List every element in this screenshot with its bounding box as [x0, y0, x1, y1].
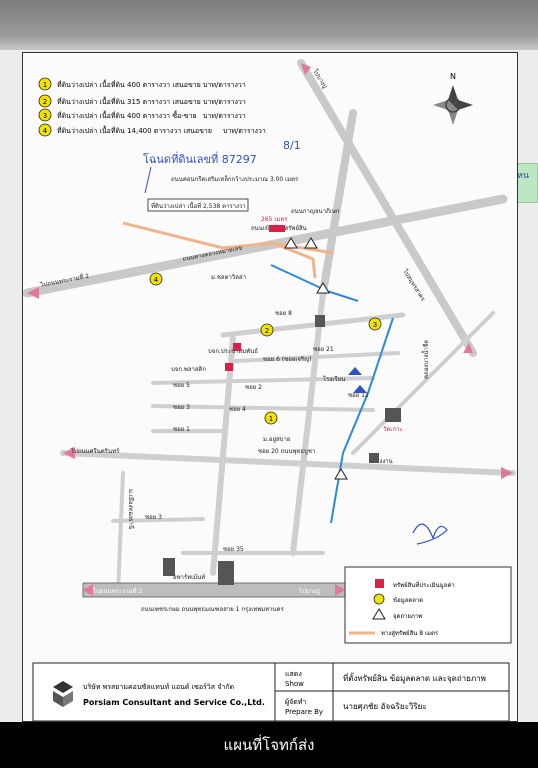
map-sheet: 1 ที่ดินว่างเปล่า เนื้อที่ดิน 400 ตารางว… [22, 52, 518, 722]
access-road-2 [272, 241, 334, 255]
label-subject: ที่ดินว่างเปล่า เนื้อที่ 2,538 ตารางวา [151, 200, 246, 210]
svg-text:บาท/ตารางวา: บาท/ตารางวา [223, 127, 266, 135]
signature [412, 523, 448, 545]
legend-triangle-icon [372, 608, 386, 620]
direction-arrows [27, 63, 513, 596]
svg-text:บาท/ตารางวา: บาท/ตารางวา [203, 98, 246, 106]
label-village-2: ม.อยู่สบาย [263, 436, 290, 443]
label-distance: 265 เมตร [261, 216, 288, 223]
road-soi-3 [111, 517, 205, 523]
show-label-en: Show [285, 680, 304, 688]
label-soi-35: ซอย 35 [223, 546, 244, 553]
handwritten-page: 8/1 [283, 139, 301, 152]
label-school: โรงเรียน [323, 375, 345, 383]
svg-text:2: 2 [265, 327, 269, 335]
legend-box: ทรัพย์สินที่ประเมินมูลค่า ข้อมูลตลาด จุด… [344, 566, 512, 644]
scan-shadow [0, 0, 538, 50]
label-bottom-right: ไปบางปู [298, 587, 320, 595]
label-soi-3b: ซอย 3 [145, 514, 162, 521]
prepared-value: นายศุภชัย อัจฉริยะวิริยะ [343, 702, 427, 711]
svg-text:1: 1 [269, 415, 273, 423]
marker-square-3 [225, 363, 233, 371]
road-soi-4 [151, 404, 375, 412]
road-soi-a [210, 335, 236, 576]
label-soi-5: ซอย 5 [173, 382, 190, 389]
label-village-1: ม.ชลดาวิลล่า [211, 274, 246, 281]
building-icons [163, 315, 401, 585]
label-soi-6: ซอย 6 (ซอยเจริญ) [263, 356, 312, 363]
road-east-west [60, 450, 516, 476]
road-soi-5 [151, 376, 375, 385]
location-map: 1 ที่ดินว่างเปล่า เนื้อที่ดิน 400 ตารางว… [22, 59, 516, 722]
label-road-width: ถนนคอนกรีตเสริมเหล็กกว้างประมาณ 3.00 เมต… [171, 174, 299, 183]
show-label-th: แสดง [285, 670, 302, 678]
sticky-note-text: หน [517, 171, 530, 181]
svg-text:บาท/ตารางวา: บาท/ตารางวา [203, 112, 246, 120]
label-soi-3: ซอย 3 [173, 404, 190, 411]
road-diag-east [351, 311, 495, 455]
svg-text:ข้อมูลตลาด: ข้อมูลตลาด [393, 597, 423, 604]
title-block: บริษัท พรสยามคอนซัลแทนท์ แอนด์ เซอร์วิส … [32, 662, 510, 722]
label-soi-1: ซอย 1 [173, 426, 190, 433]
label-apartment: อพาร์ทเม้นท์ [173, 573, 205, 581]
road-diagonal [297, 59, 477, 357]
company-logo-icon [53, 681, 73, 707]
compass-icon: N [433, 72, 473, 125]
caption-bar: แผนที่โจทก์ส่ง [0, 722, 538, 768]
label-soi-8: ซอย 8 [275, 310, 292, 317]
scanned-page: หน [0, 0, 538, 722]
road-highway [22, 194, 508, 298]
svg-text:ทรัพย์สินที่ประเมินมูลค่า: ทรัพย์สินที่ประเมินมูลค่า [393, 581, 455, 589]
svg-text:2: 2 [43, 98, 47, 106]
label-soi-12: ซอย 12 [348, 392, 369, 399]
svg-text:4: 4 [43, 127, 48, 135]
marker-square-2 [233, 343, 241, 351]
north-label: N [450, 72, 456, 81]
label-village-3: ม.เมืองทองธานี [127, 489, 135, 529]
market-list: 1 ที่ดินว่างเปล่า เนื้อที่ดิน 400 ตารางว… [38, 77, 266, 137]
label-soi-20: ซอย 20 ถนนพุทธบูชา [258, 448, 315, 455]
label-to-bangkok-3: ไปถนนศรีนครินทร์ [70, 447, 120, 455]
legend-circle-icon [373, 593, 385, 605]
label-ring-road: ถนนกาญจนาภิเษก [291, 208, 340, 215]
label-temple: วัดเกาะ [383, 426, 403, 433]
svg-text:ที่ดินว่างเปล่า เนื้อที่ดิน 40: ที่ดินว่างเปล่า เนื้อที่ดิน 400 ตารางวา … [57, 109, 197, 120]
prepared-label-th: ผู้จัดทำ [285, 698, 306, 706]
svg-text:1: 1 [43, 81, 47, 89]
label-bottom-road: ถนนเพชรเกษม ถนนพุทธมณฑลสาย 1 กรุงเทพมหาน… [141, 606, 285, 613]
label-soi-21: ซอย 21 [313, 346, 334, 353]
road-soi-6 [233, 351, 400, 363]
svg-text:บาท/ตารางวา: บาท/ตารางวา [203, 81, 246, 89]
company-name-th: บริษัท พรสยามคอนซัลแทนท์ แอนด์ เซอร์วิส … [83, 683, 234, 691]
svg-text:จุดถ่ายภาพ: จุดถ่ายภาพ [393, 613, 422, 620]
road-left-branch [116, 471, 125, 595]
legend-square-icon [375, 579, 384, 588]
label-canal: คลองบางน้ำจืด [420, 340, 430, 379]
svg-text:3: 3 [43, 112, 47, 120]
label-market-2: บจก.พลาสติก [171, 366, 206, 373]
photo-point-icons [284, 237, 348, 480]
show-value: ที่ตั้งทรัพย์สิน ข้อมูลตลาด และจุดถ่ายภา… [343, 672, 486, 684]
road-main-vertical [290, 290, 326, 556]
svg-text:ที่ดินว่างเปล่า เนื้อที่ดิน 14: ที่ดินว่างเปล่า เนื้อที่ดิน 14,400 ตาราง… [57, 124, 212, 135]
svg-text:ทางสู่ทรัพย์สิน 8 เมตร: ทางสู่ทรัพย์สิน 8 เมตร [381, 629, 439, 637]
subject-parcel [269, 225, 285, 232]
svg-text:3: 3 [373, 321, 377, 329]
svg-text:4: 4 [154, 276, 159, 284]
svg-text:ที่ดินว่างเปล่า เนื้อที่ดิน 40: ที่ดินว่างเปล่า เนื้อที่ดิน 400 ตารางวา … [57, 78, 201, 89]
image-caption: แผนที่โจทก์ส่ง [223, 736, 315, 754]
label-soi-4b: ซอย 2 [245, 384, 262, 391]
company-name-en: Porsiam Consultant and Service Co.,Ltd. [83, 698, 265, 707]
canal-lines [270, 264, 394, 524]
label-soi-4: ซอย 4 [229, 406, 246, 413]
label-bottom-left: ไปถนนพระรามที่ 2 [92, 587, 142, 595]
market-markers: 4 2 3 1 [149, 272, 382, 425]
prepared-label-en: Prepare By [285, 708, 323, 716]
svg-text:ที่ดินว่างเปล่า เนื้อที่ดิน 31: ที่ดินว่างเปล่า เนื้อที่ดิน 315 ตารางวา … [57, 95, 201, 106]
handwritten-note: โฉนดที่ดินเลขที่ 87297 [143, 151, 257, 166]
label-factory: โรงงาน [373, 457, 393, 465]
